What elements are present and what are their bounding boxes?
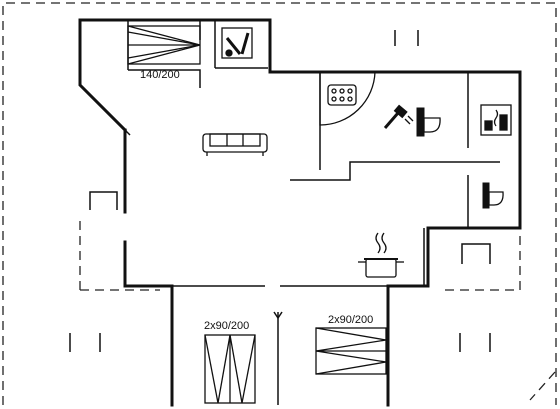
door-swing — [319, 71, 376, 126]
exterior-walls — [78, 18, 522, 407]
toilet-icon — [416, 107, 504, 209]
shower-icon — [383, 104, 414, 129]
bed-label-bottom-right: 2x90/200 — [328, 314, 374, 326]
bed-icon — [315, 327, 387, 375]
step-marks — [89, 191, 491, 264]
sauna-icon — [480, 104, 512, 136]
window-marks — [69, 30, 491, 352]
bed-icon — [204, 334, 256, 404]
bed-icon — [127, 25, 201, 65]
utility-icon — [221, 27, 253, 59]
bed-label-top-left: 140/200 — [140, 69, 180, 81]
jacuzzi-icon — [327, 84, 357, 106]
terrace-outline — [2, 2, 557, 405]
cooking-pot-icon — [358, 232, 404, 278]
bed-label-bottom-left: 2x90/200 — [204, 320, 250, 332]
sofa-icon — [202, 133, 268, 156]
